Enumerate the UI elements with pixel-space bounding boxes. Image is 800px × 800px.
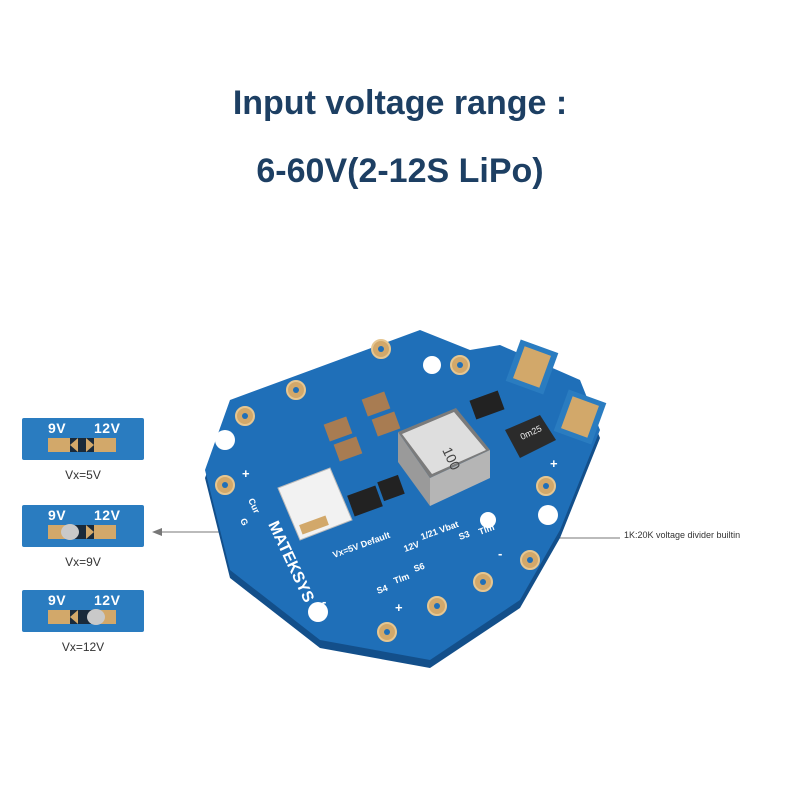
jumper-pads-graphic bbox=[48, 609, 116, 625]
jumper-label-9v: 9V bbox=[48, 592, 67, 608]
jumper-caption-9v: Vx=9V bbox=[65, 555, 101, 569]
headline-line-1: Input voltage range : bbox=[232, 84, 568, 122]
plus-silkscreen-3: + bbox=[395, 600, 403, 615]
jumper-label-12v: 12V bbox=[94, 507, 121, 523]
jumper-panel-5v: 9V 12V bbox=[22, 418, 144, 460]
small-inductor: 0m25 bbox=[505, 415, 556, 458]
s6-silkscreen: S6 bbox=[412, 561, 426, 574]
voltage-divider-annotation: 1K:20K voltage divider builtin bbox=[624, 530, 741, 540]
battery-pad-positive bbox=[513, 346, 551, 388]
mounting-holes bbox=[215, 338, 558, 622]
jumper-label-9v: 9V bbox=[48, 507, 67, 523]
s3-silkscreen: S3 bbox=[457, 529, 471, 542]
s4-silkscreen: S4 bbox=[375, 583, 389, 596]
battery-pad-negative bbox=[561, 396, 599, 438]
jumper-pads-graphic bbox=[48, 524, 116, 540]
solder-bridge-9v bbox=[61, 524, 79, 540]
plus-silkscreen: + bbox=[242, 466, 250, 481]
pcb-surface bbox=[205, 330, 600, 660]
jumper-label-12v: 12V bbox=[94, 420, 121, 436]
jumper-label-9v: 9V bbox=[48, 420, 67, 436]
jumper-panel-9v: 9V 12V bbox=[22, 505, 144, 547]
jst-connector bbox=[277, 467, 353, 541]
solder-bridge-12v bbox=[87, 609, 105, 625]
headline-line-2: 6-60V(2-12S LiPo) bbox=[256, 152, 544, 190]
ic-chips bbox=[347, 390, 505, 517]
plus-silkscreen-2: + bbox=[550, 456, 558, 471]
capacitors bbox=[323, 391, 401, 462]
board-vx-jumper bbox=[299, 515, 329, 535]
jumper-pads-graphic bbox=[48, 438, 116, 452]
jumper-label-12v: 12V bbox=[94, 592, 121, 608]
jumper-caption-12v: Vx=12V bbox=[61, 640, 105, 654]
inductor: 100 bbox=[398, 408, 490, 506]
jumper-caption-5v: Vx=5V bbox=[65, 468, 101, 482]
jumper-panel-12v: 9V 12V bbox=[22, 590, 144, 632]
minus-silkscreen: - bbox=[322, 594, 326, 609]
g-silkscreen: G bbox=[238, 517, 250, 528]
minus-silkscreen-2: - bbox=[498, 546, 502, 561]
